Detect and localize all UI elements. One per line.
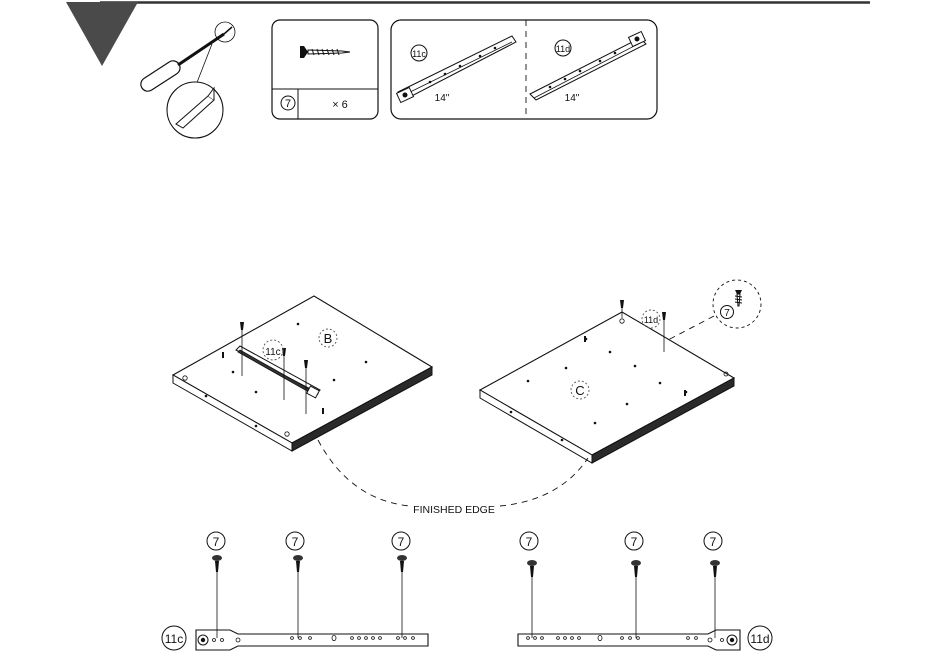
screw-11c-1-label: 7 bbox=[213, 535, 220, 549]
slides-parts-box: 11c 14" 11d 14" bbox=[391, 20, 657, 119]
screw-detail-label: 7 bbox=[724, 308, 730, 319]
finished-edge-label: FINISHED EDGE bbox=[413, 504, 495, 516]
screw-11d-3-label: 7 bbox=[710, 535, 717, 549]
step-triangle-marker bbox=[66, 2, 138, 66]
panel-b-label: B bbox=[324, 331, 333, 346]
screw-11d-2-label: 7 bbox=[631, 535, 638, 549]
finished-edge-guide-left bbox=[318, 440, 410, 506]
screw-parts-box: 7 × 6 bbox=[272, 20, 378, 119]
panel-b-slide-label: 11c bbox=[265, 347, 280, 358]
slide-11c-detail-label: 11c bbox=[165, 632, 183, 646]
slide-11c-detail: 11c bbox=[162, 626, 428, 650]
screw-11d-3: 7 bbox=[704, 532, 722, 638]
panel-b: B 11c bbox=[173, 296, 432, 451]
screw-11d-2: 7 bbox=[625, 532, 643, 638]
screw-11d-1: 7 bbox=[520, 532, 538, 638]
slide-11d-detail: 11d bbox=[518, 626, 772, 650]
screw-part-number: 7 bbox=[285, 98, 291, 110]
screw-11c-2: 7 bbox=[286, 532, 304, 638]
finished-edge-guide-right bbox=[500, 458, 588, 506]
screw-11c-3-label: 7 bbox=[398, 535, 405, 549]
screw-quantity: × 6 bbox=[332, 99, 348, 111]
slide-11c-length: 14" bbox=[435, 93, 450, 104]
panel-c-label: C bbox=[575, 383, 584, 398]
slide-11d-length: 14" bbox=[565, 93, 580, 104]
screw-detail-callout: 7 bbox=[668, 280, 761, 340]
slide-11d-label: 11d bbox=[556, 44, 570, 54]
panel-c-slide-label: 11d bbox=[644, 315, 658, 325]
screw-11c-3: 7 bbox=[392, 532, 410, 638]
screw-11c-1: 7 bbox=[207, 532, 225, 638]
slide-11c-label: 11c bbox=[412, 49, 426, 59]
screw-11d-1-label: 7 bbox=[526, 535, 533, 549]
panel-c: C 11d bbox=[480, 300, 734, 463]
slide-11d-detail-label: 11d bbox=[750, 632, 769, 646]
screwdriver-icon bbox=[138, 22, 235, 138]
screw-detail-icon bbox=[735, 290, 742, 294]
screw-11c-2-label: 7 bbox=[292, 535, 299, 549]
